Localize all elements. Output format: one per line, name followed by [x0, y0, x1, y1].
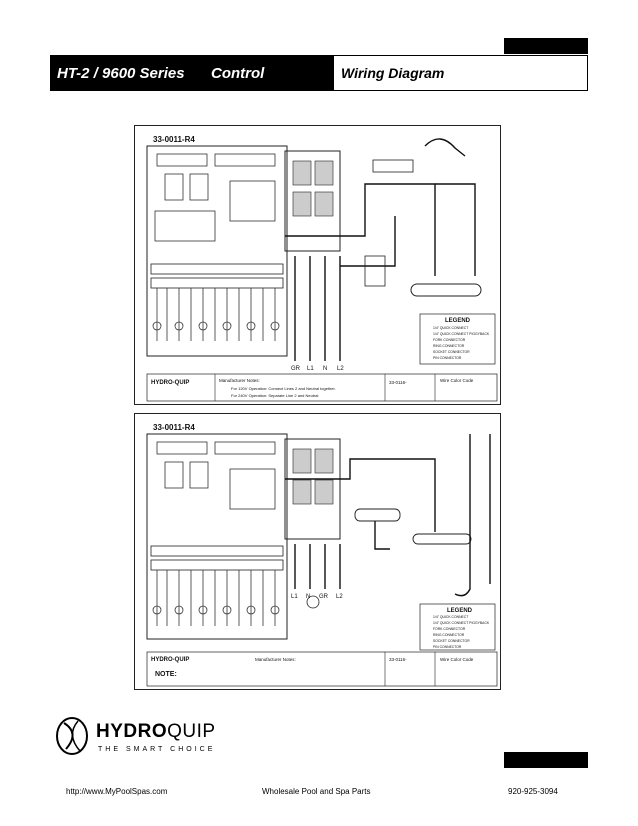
footer-phone: 920-925-3094	[508, 787, 558, 796]
legend-item: PIN CONNECTOR	[433, 356, 462, 360]
wiring-diagram-bottom: 33-0011-R4	[134, 413, 501, 690]
dwg-number: 33-0116-	[389, 657, 407, 662]
company-label: HYDRO-QUIP	[151, 657, 189, 663]
control-title: Control	[211, 65, 265, 82]
line-label: N	[306, 594, 310, 600]
legend-item: SOCKET CONNECTOR	[433, 639, 470, 643]
top-black-bar	[504, 38, 588, 54]
line-label: L2	[337, 366, 344, 372]
wiring-diagram-title: Wiring Diagram	[341, 65, 445, 81]
legend-item: FORK CONNECTOR	[433, 338, 466, 342]
hydroquip-logo: HYDROQUIP THE SMART CHOICE	[52, 713, 272, 759]
note-line: For 240V Operation: Separate Line 2 and …	[231, 393, 319, 398]
line-label: N	[323, 366, 327, 372]
part-number-label: 33-0011-R4	[153, 423, 195, 432]
part-number-label: 33-0011-R4	[153, 135, 195, 144]
legend-item: PIN CONNECTOR	[433, 645, 462, 649]
bottom-black-bar	[504, 752, 588, 768]
line-label: GR	[319, 594, 329, 600]
wiring-diagram-bottom-drawing: 33-0011-R4	[146, 423, 498, 687]
legend-title: LEGEND	[445, 318, 471, 324]
legend-item: RING CONNECTOR	[433, 344, 465, 348]
wire-code-title: Wire Color Code	[440, 378, 474, 383]
wiring-diagram-top-drawing: 33-0011-R4	[146, 135, 498, 402]
series-title: HT-2 / 9600 Series	[57, 65, 185, 82]
dwg-number: 33-0116-	[389, 380, 407, 385]
brand-tagline: THE SMART CHOICE	[98, 746, 216, 753]
legend-item: 1/4" QUICK CONNECT	[433, 326, 468, 330]
brand-regular: QUIP	[167, 721, 216, 742]
legend-item: RING CONNECTOR	[433, 633, 465, 637]
legend-item: 1/4" QUICK CONNECT PIGGYBACK	[433, 621, 490, 625]
footer-url[interactable]: http://www.MyPoolSpas.com	[66, 787, 168, 796]
legend-title: LEGEND	[447, 608, 473, 614]
brand-name: HYDROQUIP	[96, 721, 216, 743]
manufacturer-notes: Manufacturer Notes:	[255, 657, 296, 662]
wire-code-title: Wire Color Code	[440, 657, 474, 662]
footer-center-text: Wholesale Pool and Spa Parts	[262, 787, 371, 796]
line-label: GR	[291, 366, 301, 372]
note-label: NOTE:	[155, 671, 177, 678]
wiring-diagram-top: 33-0011-R4	[134, 125, 501, 405]
document-header: HT-2 / 9600 Series Control Wiring Diagra…	[50, 55, 588, 91]
company-label: HYDRO-QUIP	[151, 380, 189, 386]
header-black-panel: HT-2 / 9600 Series Control	[51, 56, 334, 90]
legend-item: FORK CONNECTOR	[433, 627, 466, 631]
brand-bold: HYDRO	[96, 721, 168, 742]
line-label: L2	[336, 594, 343, 600]
legend-item: 1/4" QUICK CONNECT PIGGYBACK	[433, 332, 490, 336]
legend-item: SOCKET CONNECTOR	[433, 350, 470, 354]
legend-item: 1/4" QUICK CONNECT	[433, 615, 468, 619]
line-label: L1	[307, 366, 314, 372]
line-label: L1	[291, 594, 298, 600]
hydroquip-emblem-icon	[56, 717, 88, 755]
note-line: For 120V Operation: Connect Lines 2 and …	[231, 386, 336, 391]
manufacturer-notes: Manufacturer Notes:	[219, 378, 260, 383]
